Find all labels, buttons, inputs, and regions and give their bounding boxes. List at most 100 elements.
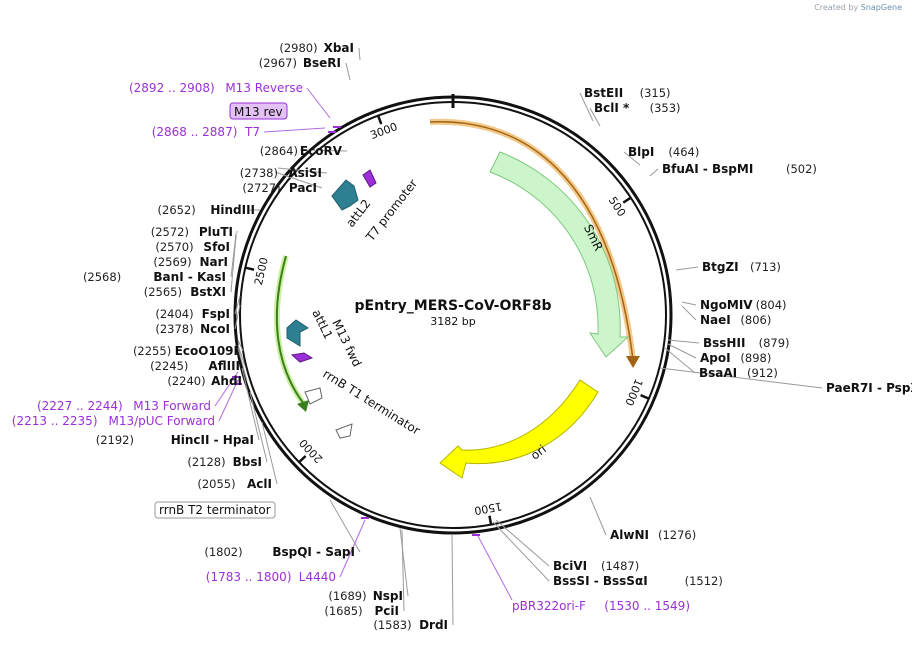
- orf-highlight-arrow: [429, 121, 634, 361]
- site-name[interactable]: AclI: [247, 477, 272, 491]
- leader-AhdI: [237, 347, 248, 382]
- leader-BbsI: [249, 391, 268, 463]
- leader-BciVI: [495, 519, 550, 567]
- site-name[interactable]: BlpI: [628, 145, 654, 159]
- site-name[interactable]: XbaI: [324, 41, 354, 55]
- feature-label-t7-promoter: T7 promoter: [363, 176, 421, 244]
- site-name[interactable]: BfuAI - BspMI: [662, 162, 753, 176]
- site-name[interactable]: NaeI: [700, 313, 731, 327]
- leader-EcoRV: [299, 149, 348, 152]
- site-name[interactable]: FspI: [202, 307, 230, 321]
- site-position: (2192): [96, 433, 134, 447]
- site-name[interactable]: BbsI: [233, 455, 262, 469]
- leader-BfuAI - BspMI: [649, 168, 659, 177]
- site-position: (879): [759, 336, 790, 350]
- site-position: (1487): [601, 559, 639, 573]
- m13-rev-box[interactable]: [229, 102, 288, 120]
- site-name[interactable]: PciI: [375, 604, 400, 618]
- rrnb-t1-terminator-outline[interactable]: [304, 387, 323, 405]
- smr-feature-arrow[interactable]: [489, 151, 630, 358]
- primer-name[interactable]: L4440: [299, 570, 336, 584]
- ring-tick-label-2500: 2500: [252, 256, 271, 286]
- site-name[interactable]: PaeR7I - PspXI - XhoI: [826, 381, 912, 395]
- ring-tick-500: [622, 196, 632, 204]
- rrnb-t2-terminator-outline[interactable]: [335, 423, 353, 439]
- site-position: (806): [740, 313, 771, 327]
- ori-feature-arrow[interactable]: [439, 379, 599, 479]
- site-name[interactable]: BssSI - BssSαI: [553, 574, 648, 588]
- primer-range: (2868 .. 2887): [152, 125, 238, 139]
- site-position: (1802): [204, 545, 242, 559]
- site-name[interactable]: EcoRV: [300, 144, 343, 158]
- site-position: (2568): [83, 270, 121, 284]
- site-position: (804): [756, 298, 787, 312]
- site-name[interactable]: NarI: [199, 255, 228, 269]
- primer-leader: [306, 87, 331, 119]
- site-name[interactable]: BsaAI: [699, 366, 737, 380]
- leader-BlpI: [623, 151, 641, 166]
- attl2-feature-arrow[interactable]: [331, 179, 359, 211]
- site-position: (2572): [151, 225, 189, 239]
- site-name[interactable]: BstXI: [190, 285, 226, 299]
- primer-name[interactable]: M13/pUC Forward: [108, 414, 215, 428]
- primer-name[interactable]: pBR322ori-F: [512, 599, 586, 613]
- primer-leader: [218, 379, 239, 422]
- plasmid-size: 3182 bp: [430, 315, 475, 328]
- primer-leader: [263, 127, 326, 133]
- leader-NgoMIV: [681, 301, 697, 306]
- site-name[interactable]: AhdI: [211, 374, 242, 388]
- leader-NcoI: [234, 304, 241, 330]
- site-position: (2570): [155, 240, 193, 254]
- site-name[interactable]: BspQI - SapI: [272, 545, 355, 559]
- site-name[interactable]: AflIII: [208, 359, 240, 373]
- ring-tick-2500: [245, 266, 255, 271]
- t7-promoter-arrow[interactable]: [362, 169, 377, 188]
- leader-ApoI: [667, 343, 697, 359]
- site-name[interactable]: BssHII: [703, 336, 745, 350]
- site-name[interactable]: BtgZI: [702, 260, 739, 274]
- site-name[interactable]: DrdI: [419, 618, 448, 632]
- site-name[interactable]: NspI: [373, 589, 403, 603]
- site-name[interactable]: BanI - KasI: [153, 270, 226, 284]
- primer-name[interactable]: T7: [244, 125, 260, 139]
- site-name[interactable]: BclI *: [594, 101, 630, 115]
- site-position: (464): [668, 145, 699, 159]
- site-name[interactable]: SfoI: [203, 240, 230, 254]
- site-name[interactable]: ApoI: [700, 351, 731, 365]
- site-name[interactable]: EcoO109I: [175, 344, 238, 358]
- site-position: (2255): [133, 344, 171, 358]
- inner-green-head: [297, 400, 309, 412]
- site-position: (2565): [144, 285, 182, 299]
- site-name[interactable]: BseRI: [303, 56, 341, 70]
- leader-AclI: [261, 421, 278, 485]
- feature-label-m13-rev: M13 rev: [234, 105, 283, 119]
- site-position: (2727): [242, 181, 280, 195]
- primer-name[interactable]: M13 Forward: [133, 399, 211, 413]
- site-position: (315): [640, 86, 671, 100]
- attl1-feature-arrow[interactable]: [286, 319, 309, 347]
- primer-name[interactable]: M13 Reverse: [225, 81, 303, 95]
- feature-label-m13-fwd: M13 fwd: [329, 317, 364, 369]
- leader-BseRI: [345, 62, 351, 81]
- site-name[interactable]: NgoMIV: [700, 298, 753, 312]
- site-name[interactable]: BstEII: [584, 86, 623, 100]
- site-name[interactable]: PacI: [289, 181, 317, 195]
- site-name[interactable]: AsiSI: [288, 166, 322, 180]
- site-position: (2378): [155, 322, 193, 336]
- m13-fwd-arrow[interactable]: [290, 352, 314, 363]
- site-name[interactable]: HincII - HpaI: [171, 433, 254, 447]
- site-name[interactable]: HindIII: [210, 203, 255, 217]
- leader-BstXI: [230, 235, 237, 293]
- site-name[interactable]: AlwNI: [610, 528, 649, 542]
- site-position: (2652): [158, 203, 196, 217]
- ring-tick-label-1500: 1500: [473, 499, 503, 517]
- leader-DrdI: [451, 533, 454, 626]
- leader-AsiSI: [277, 167, 328, 174]
- site-position: (2864): [260, 144, 298, 158]
- site-name[interactable]: PluTI: [199, 225, 233, 239]
- site-name[interactable]: BciVI: [553, 559, 587, 573]
- site-name[interactable]: NcoI: [200, 322, 230, 336]
- rrnb-t2-box[interactable]: [154, 501, 276, 519]
